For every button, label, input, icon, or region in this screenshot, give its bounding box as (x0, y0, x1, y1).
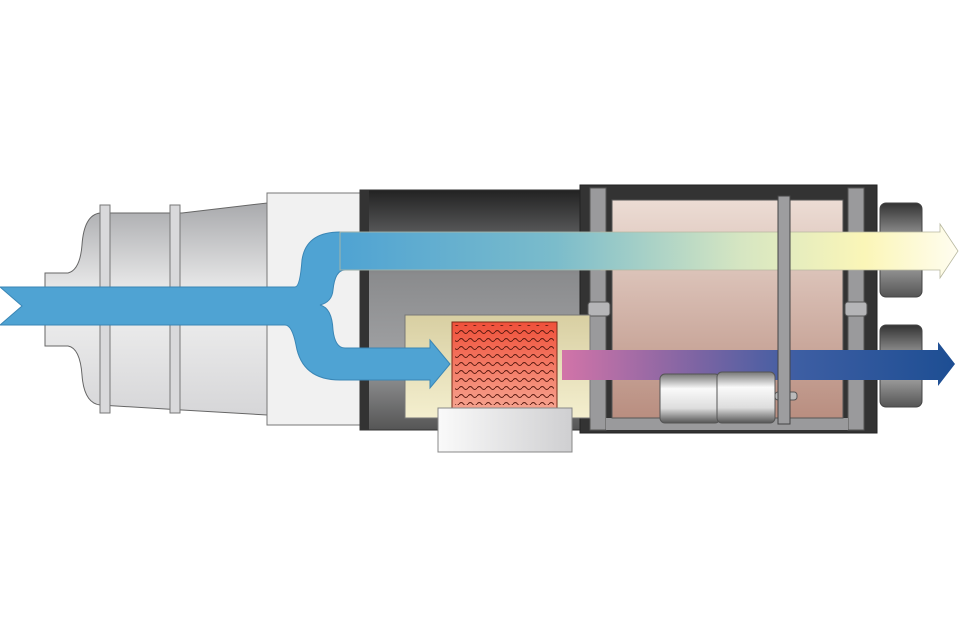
inlet-flow-arrow (0, 231, 601, 390)
hot-air-outlet-arrow (339, 222, 959, 280)
cold-air-outlet-arrow (562, 342, 955, 386)
heat-exchanger (451, 321, 558, 409)
control-box (437, 407, 573, 453)
shaft-rod (777, 195, 791, 425)
turbine-cylinder (659, 371, 798, 424)
